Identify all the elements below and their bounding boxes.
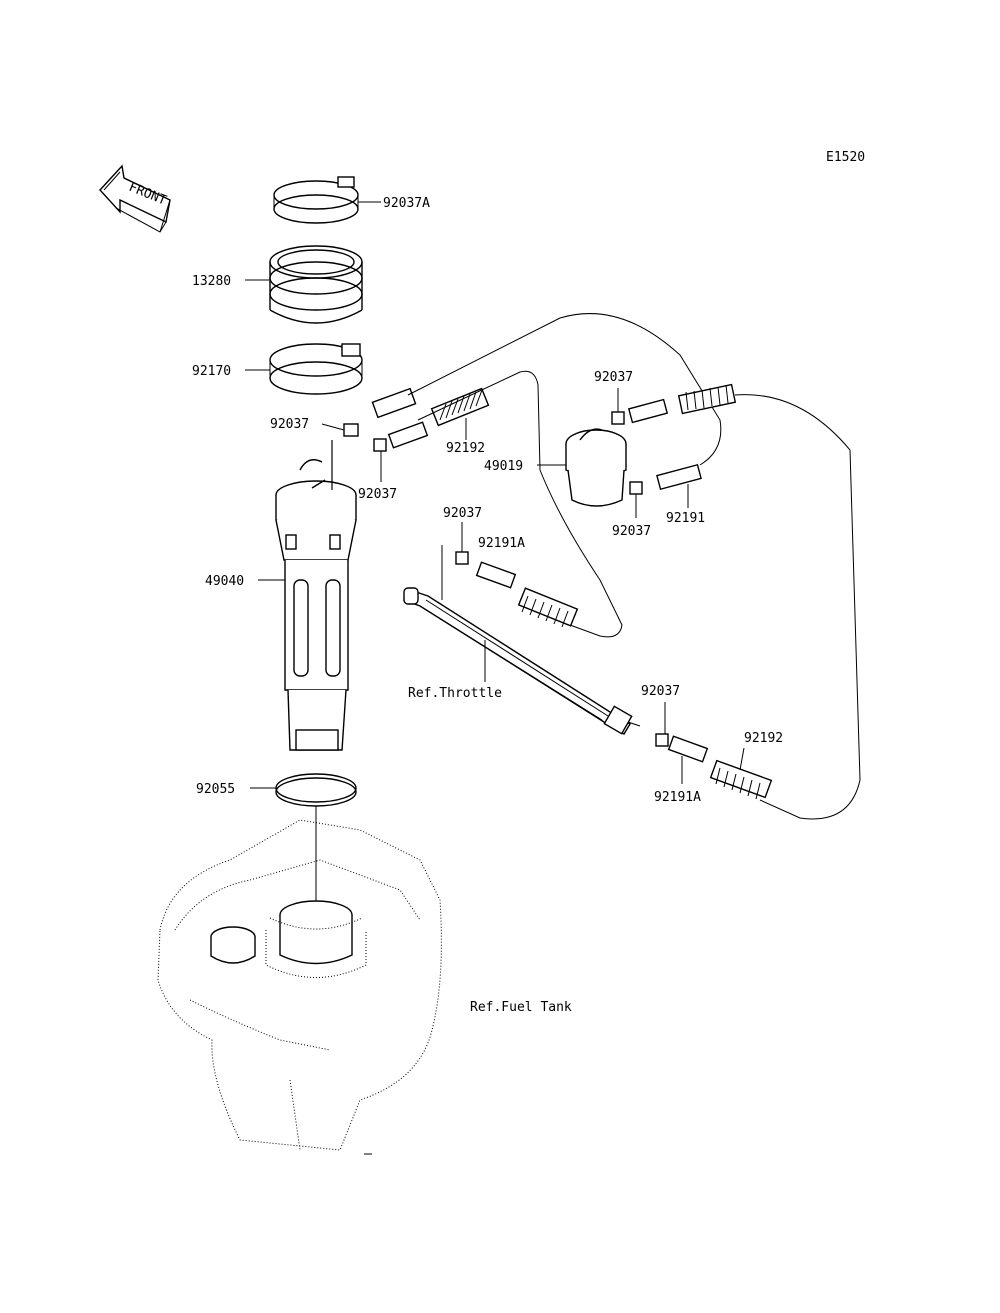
label-92037-g: 92037 (641, 684, 680, 699)
label-92192-a: 92192 (446, 441, 485, 456)
label-92037A: 92037A (383, 196, 430, 211)
label-92037-c: 92037 (594, 370, 633, 385)
hose-spring-middle (517, 587, 579, 628)
label-92191A-a: 92191A (478, 536, 525, 551)
fuel-tank (157, 819, 442, 1151)
hose-92192-spring-b (709, 759, 773, 800)
label-92170: 92170 (192, 364, 231, 379)
label-49040: 49040 (205, 574, 244, 589)
grommet-13280 (269, 245, 363, 324)
gasket-92055 (275, 773, 357, 807)
label-92191: 92191 (666, 511, 705, 526)
clip-92037-g (655, 733, 669, 747)
label-13280: 13280 (192, 274, 231, 289)
fuel-line-middle (417, 370, 623, 638)
front-arrow-icon: FRONT (99, 164, 171, 233)
hose-92191 (656, 463, 702, 491)
fuel-pump-49040 (275, 440, 357, 751)
clip-92037-c (611, 411, 625, 425)
label-92055: 92055 (196, 782, 235, 797)
hose-filter-top (627, 398, 669, 424)
clip-92037-f (455, 551, 469, 565)
label-92192-b: 92192 (744, 731, 783, 746)
hose-upper (371, 387, 417, 419)
label-49019: 49019 (484, 459, 523, 474)
clip-92037-d (629, 481, 643, 495)
throttle-rail (402, 587, 641, 735)
label-92037-a: 92037 (270, 417, 309, 432)
clip-92037-b (373, 438, 387, 452)
label-92037-f: 92037 (443, 506, 482, 521)
hose-92191A-a (475, 561, 517, 589)
diagram-code: E1520 (826, 150, 865, 165)
label-92191A-b: 92191A (654, 790, 701, 805)
clamp-92170 (269, 343, 363, 395)
hose-92192-spring-top (677, 383, 737, 415)
label-92037-d: 92037 (612, 524, 651, 539)
label-92037-b: 92037 (358, 487, 397, 502)
fuel-line-right (734, 394, 861, 820)
clamp-92037A (273, 176, 359, 224)
ref-throttle: Ref.Throttle (408, 686, 502, 701)
hose-92192-spring-a (430, 387, 490, 427)
hose-lower (387, 421, 429, 449)
hose-92191A-b (667, 735, 709, 763)
clip-92037-a (343, 423, 359, 437)
fuel-line-top (407, 313, 722, 466)
fuel-filter-49019 (565, 428, 627, 507)
ref-fuel-tank: Ref.Fuel Tank (470, 1000, 572, 1015)
